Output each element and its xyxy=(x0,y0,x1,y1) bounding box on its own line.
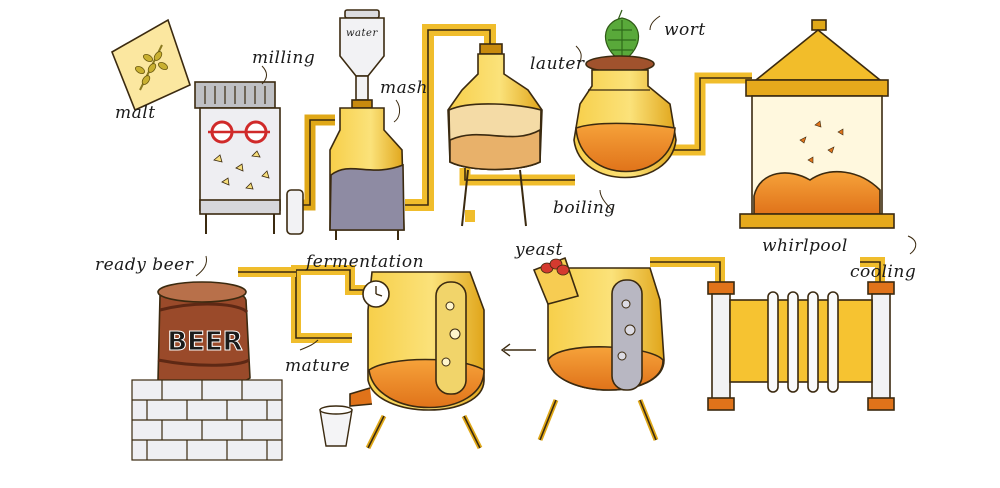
beer-barrel xyxy=(157,281,251,390)
flow-arrow xyxy=(500,343,536,357)
water-bottle xyxy=(339,9,385,101)
pipes-bottom xyxy=(238,257,885,343)
brick-wall xyxy=(131,379,283,461)
malt-sack xyxy=(111,18,191,112)
label-lauter: lauter xyxy=(530,54,585,74)
fermentation-tank xyxy=(349,271,485,450)
label-mature: mature xyxy=(285,356,351,376)
mash-tun xyxy=(329,99,405,240)
annotation-arrows xyxy=(195,15,917,351)
boiling-kettle xyxy=(573,55,677,179)
label-fermentation: fermentation xyxy=(306,252,425,272)
whirlpool-tank xyxy=(739,19,895,229)
label-malt: malt xyxy=(115,103,156,123)
label-water: water xyxy=(346,28,378,39)
bucket xyxy=(319,405,353,447)
pipes-top xyxy=(290,24,752,222)
yeast-fermenter xyxy=(532,256,665,441)
label-ready-beer: ready beer xyxy=(95,255,194,275)
lauter-tun xyxy=(447,43,543,227)
cooler-heat-exchanger xyxy=(707,281,895,411)
label-yeast: yeast xyxy=(515,240,563,260)
barrel-label: BEER xyxy=(167,327,242,357)
label-cooling: cooling xyxy=(850,262,917,282)
label-mash: mash xyxy=(380,78,428,98)
label-whirlpool: whirlpool xyxy=(762,236,848,256)
label-wort: wort xyxy=(664,20,706,40)
hop-cone xyxy=(604,9,640,63)
mill-machine xyxy=(194,81,304,235)
label-milling: milling xyxy=(252,48,316,68)
label-boiling: boiling xyxy=(553,198,616,218)
